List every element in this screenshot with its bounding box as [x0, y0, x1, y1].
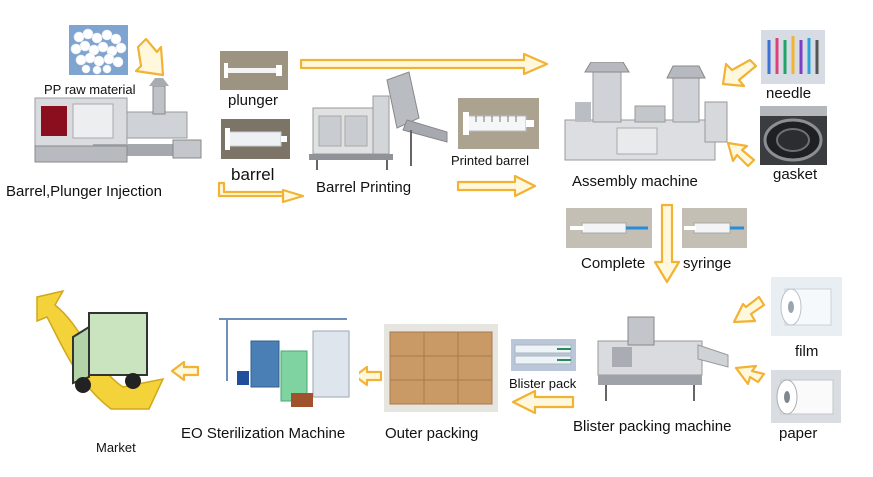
film-label: film: [795, 343, 819, 360]
needle-image: [761, 30, 825, 84]
barrel-printing-image: [307, 70, 452, 172]
syringe-illustration-1: [570, 222, 648, 234]
arrow-assembly-to-blister: [653, 203, 681, 284]
plunger-illustration: [224, 63, 282, 78]
blister-packing-machine-image: [588, 311, 732, 407]
arrow-raw-to-injection: [134, 37, 165, 77]
arrow-outer-to-eo: [353, 365, 383, 387]
printed-barrel-label: Printed barrel: [451, 153, 530, 168]
syringe-illustration-2: [684, 222, 744, 234]
market-label: Market: [96, 440, 136, 455]
arrow-injection-to-printing: [217, 181, 305, 204]
film-image: [771, 277, 842, 336]
truck-road-illustration: [36, 289, 165, 410]
barrel-label: barrel: [231, 165, 275, 184]
blister-machine-illustration: [597, 316, 729, 401]
gasket-illustration: [760, 106, 827, 162]
arrow-gasket-to-assembly: [726, 141, 756, 168]
arrow-needle-to-assembly: [721, 58, 758, 88]
barrel-printing-illustration: [309, 71, 448, 170]
barrel-illustration: [225, 128, 287, 150]
arrow-film-to-blister: [732, 295, 766, 324]
complete-syringe-image-2: [682, 208, 747, 248]
arrow-paper-to-blister: [734, 364, 766, 386]
arrow-blister-to-outer: [511, 389, 575, 415]
arrow-printing-to-assembly: [456, 174, 537, 198]
assembly-machine-image: [555, 62, 733, 166]
assembly-machine-label: Assembly machine: [572, 173, 698, 190]
arrow-eo-to-market: [170, 360, 200, 382]
gasket-label: gasket: [773, 166, 818, 183]
printed-barrel-illustration: [463, 112, 534, 135]
eo-sterilization-image: [207, 301, 359, 419]
injection-machine-illustration: [34, 78, 202, 163]
assembly-machine-illustration: [564, 62, 728, 161]
blister-packing-machine-label: Blister packing machine: [573, 418, 732, 435]
eo-sterilization-label: EO Sterilization Machine: [181, 425, 346, 442]
film-roll-illustration: [780, 288, 832, 326]
syringe-label: syringe: [683, 255, 732, 272]
eo-machine-illustration: [219, 318, 350, 407]
pp-raw-material-image: [69, 25, 128, 75]
cartons-illustration: [389, 331, 493, 405]
pellets-illustration: [70, 28, 127, 75]
needle-illustration: [767, 36, 819, 74]
complete-syringe-image-1: [566, 208, 652, 248]
pp-raw-material-label: PP raw material: [44, 82, 136, 97]
blister-pack-image: [511, 339, 576, 371]
blister-pack-label: Blister pack: [509, 376, 577, 391]
paper-image: [771, 370, 841, 423]
barrel-image: [221, 119, 290, 159]
paper-roll-illustration: [776, 379, 834, 415]
plunger-image: [220, 51, 288, 90]
complete-label: Complete: [581, 255, 646, 272]
plunger-label: plunger: [228, 92, 279, 109]
gasket-image: [760, 106, 827, 165]
printed-barrel-image: [458, 98, 539, 149]
blister-pack-illustration: [514, 344, 572, 365]
outer-packing-label: Outer packing: [385, 425, 479, 442]
market-image: [33, 287, 168, 412]
needle-label: needle: [766, 85, 812, 102]
barrel-printing-label: Barrel Printing: [316, 179, 412, 196]
injection-label: Barrel,Plunger Injection: [6, 183, 162, 200]
outer-packing-image: [384, 324, 498, 412]
arrow-plunger-to-assembly: [299, 52, 549, 76]
injection-machine-image: [33, 78, 205, 170]
paper-label: paper: [779, 425, 818, 442]
